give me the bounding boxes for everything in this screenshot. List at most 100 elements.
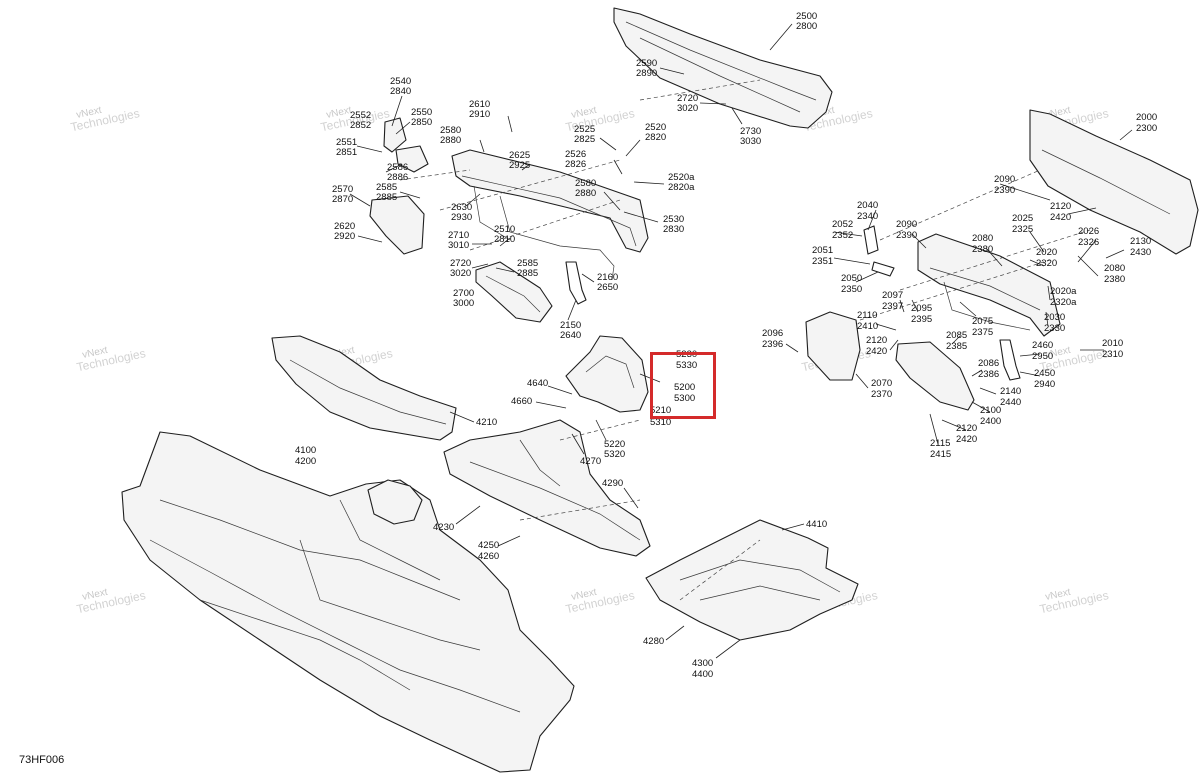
- svg-text:4200: 4200: [295, 456, 316, 467]
- svg-text:2530: 2530: [663, 214, 684, 225]
- svg-text:2525: 2525: [574, 124, 595, 135]
- svg-text:2620: 2620: [334, 221, 355, 232]
- svg-text:4260: 4260: [478, 551, 499, 562]
- svg-text:2640: 2640: [560, 330, 581, 341]
- svg-text:2086: 2086: [978, 358, 999, 369]
- svg-text:4280: 4280: [643, 636, 664, 647]
- svg-text:2720: 2720: [677, 93, 698, 104]
- svg-text:2120: 2120: [956, 423, 977, 434]
- svg-text:2351: 2351: [812, 256, 833, 267]
- svg-text:2930: 2930: [451, 212, 472, 223]
- lower-panel-2100: [895, 341, 975, 411]
- parts-line-art: [121, 7, 1199, 773]
- handle-2460: [999, 339, 1021, 381]
- svg-text:2352: 2352: [832, 230, 853, 241]
- svg-text:2340: 2340: [857, 211, 878, 222]
- svg-text:2085: 2085: [946, 330, 967, 341]
- door-lower-panel-2700: [475, 261, 553, 323]
- svg-text:2885: 2885: [376, 192, 397, 203]
- svg-text:2380: 2380: [972, 244, 993, 255]
- svg-text:2330: 2330: [1044, 323, 1065, 334]
- svg-text:4100: 4100: [295, 445, 316, 456]
- svg-text:2386: 2386: [978, 369, 999, 380]
- svg-text:4270: 4270: [580, 456, 601, 467]
- svg-text:vNext: vNext: [81, 345, 109, 361]
- assembly-guide-lines: [399, 79, 1091, 601]
- svg-text:3020: 3020: [450, 268, 471, 279]
- svg-text:vNext: vNext: [570, 105, 598, 121]
- svg-text:2830: 2830: [663, 224, 684, 235]
- svg-text:2120: 2120: [866, 335, 887, 346]
- svg-text:3020: 3020: [677, 103, 698, 114]
- striker-2050: [871, 261, 895, 277]
- svg-text:2552: 2552: [350, 110, 371, 121]
- svg-text:2870: 2870: [332, 194, 353, 205]
- svg-text:2520: 2520: [645, 122, 666, 133]
- svg-text:2825: 2825: [574, 134, 595, 145]
- svg-text:2300: 2300: [1136, 123, 1157, 134]
- svg-text:2370: 2370: [871, 389, 892, 400]
- svg-text:2415: 2415: [930, 449, 951, 460]
- svg-text:2100: 2100: [980, 405, 1001, 416]
- svg-text:2590: 2590: [636, 58, 657, 69]
- svg-text:2326: 2326: [1078, 237, 1099, 248]
- callout-4660: 4660: [511, 396, 532, 407]
- svg-text:2440: 2440: [1000, 397, 1021, 408]
- svg-text:2020: 2020: [1036, 247, 1057, 258]
- callout-4290: 4290: [602, 478, 623, 489]
- svg-text:3000: 3000: [453, 298, 474, 309]
- svg-text:2150: 2150: [560, 320, 581, 331]
- svg-text:2810: 2810: [494, 234, 515, 245]
- svg-text:2310: 2310: [1102, 349, 1123, 360]
- svg-text:2350: 2350: [841, 284, 862, 295]
- svg-text:2395: 2395: [911, 314, 932, 325]
- fuel-cap-housing: [367, 479, 423, 525]
- svg-text:2890: 2890: [636, 68, 657, 79]
- svg-text:4300: 4300: [692, 658, 713, 669]
- svg-text:2385: 2385: [946, 341, 967, 352]
- svg-text:2026: 2026: [1078, 226, 1099, 237]
- svg-text:2025: 2025: [1012, 213, 1033, 224]
- svg-text:2052: 2052: [832, 219, 853, 230]
- svg-text:2420: 2420: [866, 346, 887, 357]
- svg-text:4210: 4210: [476, 417, 497, 428]
- svg-text:2730: 2730: [740, 126, 761, 137]
- body-side-lower-left: [121, 431, 575, 773]
- svg-text:2500: 2500: [796, 11, 817, 22]
- svg-text:2420: 2420: [956, 434, 977, 445]
- door-frame-upper-left: [451, 149, 649, 253]
- callout-4640: 4640: [527, 378, 548, 389]
- svg-text:2450: 2450: [1034, 368, 1055, 379]
- svg-text:2826: 2826: [565, 159, 586, 170]
- svg-text:2051: 2051: [812, 245, 833, 256]
- svg-text:4400: 4400: [692, 669, 713, 680]
- svg-text:2320: 2320: [1036, 258, 1057, 269]
- svg-text:2020a: 2020a: [1050, 286, 1077, 297]
